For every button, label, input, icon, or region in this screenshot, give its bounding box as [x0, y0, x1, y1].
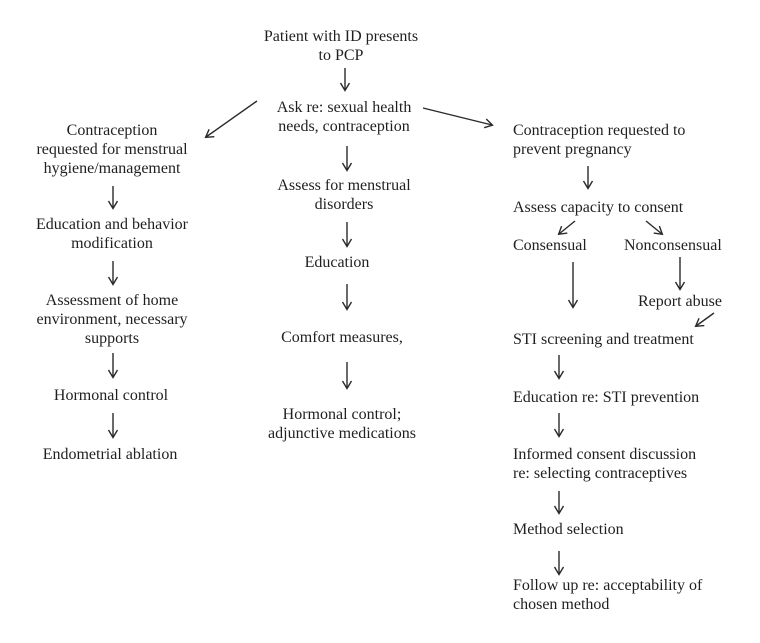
node-education-behavior-modification: Education and behavior modification: [36, 216, 188, 252]
node-hormonal-control-adjunctive: Hormonal control; adjunctive medications: [268, 406, 416, 442]
arrow-report-abuse-to-sti-screening: [694, 312, 715, 328]
node-sti-screening-treatment: STI screening and treatment: [513, 331, 694, 348]
node-education-sti-prevention: Education re: STI prevention: [513, 389, 700, 406]
node-ask-sexual-health-needs: Ask re: sexual health needs, contracepti…: [276, 99, 412, 135]
node-education-middle: Education: [304, 254, 370, 271]
arrow-ask-to-right-branch: [422, 107, 494, 129]
arrow-ask-to-left-branch: [204, 100, 258, 139]
node-report-abuse: Report abuse: [638, 293, 722, 310]
arrow-assess-capacity-to-consensual: [557, 220, 576, 236]
node-consensual: Consensual: [513, 237, 587, 254]
node-hormonal-control-left: Hormonal control: [53, 387, 169, 404]
node-comfort-measures: Comfort measures,: [281, 329, 403, 346]
node-method-selection: Method selection: [513, 521, 624, 538]
node-assess-menstrual-disorders: Assess for menstrual disorders: [277, 177, 411, 213]
node-contraception-menstrual-hygiene: Contraception requested for menstrual hy…: [36, 122, 188, 177]
node-informed-consent-discussion: Informed consent discussion re: selectin…: [513, 446, 697, 482]
node-endometrial-ablation: Endometrial ablation: [42, 446, 178, 463]
node-nonconsensual: Nonconsensual: [624, 237, 722, 254]
node-contraception-prevent-pregnancy: Contraception requested to prevent pregn…: [513, 122, 686, 158]
node-patient-with-id-presents: Patient with ID presents to PCP: [263, 28, 419, 64]
arrow-assess-capacity-to-nonconsensual: [645, 220, 664, 236]
node-assess-capacity-to-consent: Assess capacity to consent: [513, 199, 684, 216]
node-follow-up-acceptability: Follow up re: acceptability of chosen me…: [513, 577, 703, 613]
node-assessment-home-environment: Assessment of home environment, necessar…: [36, 292, 188, 347]
